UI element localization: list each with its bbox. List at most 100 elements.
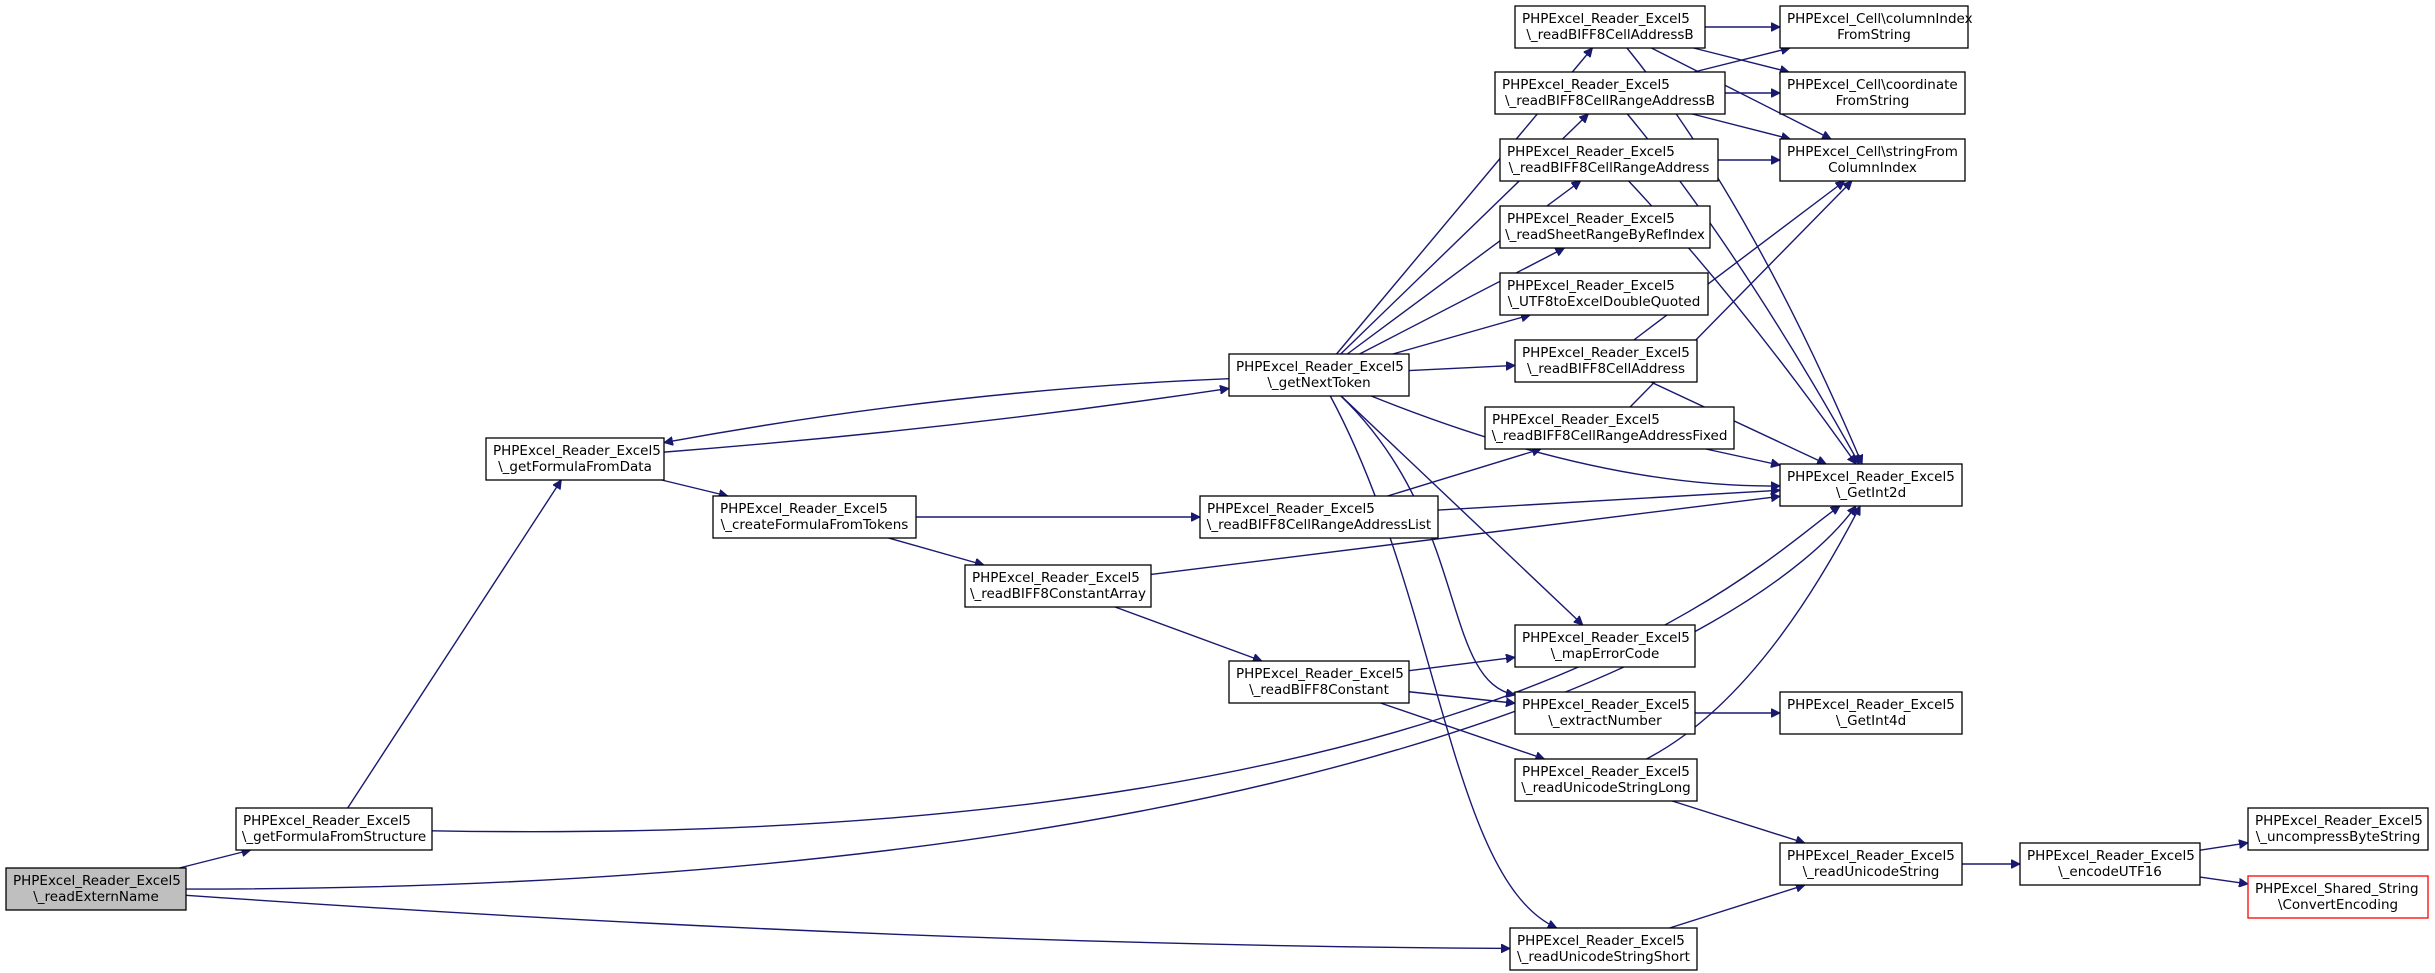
node-ConvertEncoding[interactable]: PHPExcel_Shared_String\ConvertEncoding [2247, 875, 2429, 919]
node-readBIFF8CellRangeAddress[interactable]: PHPExcel_Reader_Excel5\_readBIFF8CellRan… [1499, 138, 1719, 182]
node-label-line: \_getFormulaFromData [498, 459, 652, 475]
node-label-line: \_readUnicodeString [1803, 864, 1940, 880]
node-label-line: PHPExcel_Reader_Excel5 [1522, 764, 1690, 780]
node-label-line: \_readBIFF8ConstantArray [970, 586, 1146, 602]
edge-readExternName-to-readUnicodeStringShort [185, 894, 1510, 948]
node-label-line: PHPExcel_Reader_Excel5 [1787, 469, 1955, 485]
node-label-line: PHPExcel_Reader_Excel5 [1207, 501, 1375, 517]
node-readBIFF8Constant[interactable]: PHPExcel_Reader_Excel5\_readBIFF8Constan… [1228, 660, 1410, 704]
edge-readBIFF8CellAddress-to-stringFromColumnIndex [1633, 181, 1845, 341]
node-box [2019, 842, 2201, 886]
node-label-line: PHPExcel_Reader_Excel5 [2027, 848, 2195, 864]
edge-readBIFF8Constant-to-extractNumber [1408, 691, 1515, 703]
node-label-line: PHPExcel_Reader_Excel5 [1507, 144, 1675, 160]
edge-getNextToken-to-readBIFF8CellAddress [1408, 365, 1515, 372]
nodes-layer: PHPExcel_Reader_Excel5\_readExternNamePH… [5, 5, 2429, 971]
node-label-line: \_readSheetRangeByRefIndex [1505, 227, 1705, 243]
node-mapErrorCode[interactable]: PHPExcel_Reader_Excel5\_mapErrorCode [1514, 624, 1696, 668]
node-label-line: \_readBIFF8CellAddress [1527, 361, 1685, 377]
edge-getFormulaFromData-to-getNextToken [663, 388, 1229, 453]
node-readUnicodeStringShort[interactable]: PHPExcel_Reader_Excel5\_readUnicodeStrin… [1509, 927, 1698, 971]
node-box [2247, 807, 2429, 851]
node-readUnicodeString[interactable]: PHPExcel_Reader_Excel5\_readUnicodeStrin… [1779, 842, 1963, 886]
node-label-line: PHPExcel_Reader_Excel5 [13, 873, 181, 889]
node-label-line: \_getNextToken [1267, 375, 1370, 391]
node-box [1514, 5, 1706, 49]
node-label-line: \_createFormulaFromTokens [721, 517, 909, 533]
node-label-line: PHPExcel_Cell\columnIndex [1787, 11, 1973, 27]
node-GetInt2d[interactable]: PHPExcel_Reader_Excel5\_GetInt2d [1779, 463, 1963, 507]
node-box [1779, 5, 1969, 49]
node-label-line: PHPExcel_Reader_Excel5 [2255, 813, 2423, 829]
edge-getNextToken-to-extractNumber [1340, 395, 1515, 695]
node-label-line: \ConvertEncoding [2278, 897, 2398, 913]
edge-encodeUTF16-to-uncompressByteString [2199, 843, 2248, 851]
node-label-line: PHPExcel_Cell\coordinate [1787, 77, 1958, 93]
node-label-line: \_readBIFF8Constant [1249, 682, 1389, 698]
node-label-line: PHPExcel_Cell\stringFrom [1787, 144, 1958, 160]
node-uncompressByteString[interactable]: PHPExcel_Reader_Excel5\_uncompressByteSt… [2247, 807, 2429, 851]
edge-createFormulaFromTokens-to-readBIFF8ConstantArray [888, 537, 984, 565]
node-label-line: \_encodeUTF16 [2058, 864, 2162, 880]
node-box [1514, 339, 1698, 383]
node-label-line: PHPExcel_Reader_Excel5 [1502, 77, 1670, 93]
node-label-line: \_uncompressByteString [2256, 829, 2421, 845]
node-readBIFF8ConstantArray[interactable]: PHPExcel_Reader_Excel5\_readBIFF8Constan… [964, 564, 1152, 608]
node-readBIFF8CellRangeAddressB[interactable]: PHPExcel_Reader_Excel5\_readBIFF8CellRan… [1494, 71, 1726, 115]
node-getFormulaFromStructure[interactable]: PHPExcel_Reader_Excel5\_getFormulaFromSt… [235, 807, 433, 851]
node-label-line: \_readBIFF8CellRangeAddress [1509, 160, 1710, 176]
edge-readUnicodeStringLong-to-GetInt2d [1646, 506, 1861, 760]
edge-readBIFF8ConstantArray-to-readBIFF8Constant [1114, 606, 1262, 661]
node-label-line: PHPExcel_Reader_Excel5 [1492, 412, 1660, 428]
edge-readBIFF8CellAddress-to-GetInt2d [1650, 381, 1826, 464]
node-readBIFF8CellAddress[interactable]: PHPExcel_Reader_Excel5\_readBIFF8CellAdd… [1514, 339, 1698, 383]
node-readExternName: PHPExcel_Reader_Excel5\_readExternName [5, 867, 187, 911]
edge-readExternName-to-getFormulaFromStructure [179, 850, 250, 869]
node-getNextToken[interactable]: PHPExcel_Reader_Excel5\_getNextToken [1228, 353, 1410, 397]
node-encodeUTF16[interactable]: PHPExcel_Reader_Excel5\_encodeUTF16 [2019, 842, 2201, 886]
node-label-line: PHPExcel_Reader_Excel5 [493, 443, 661, 459]
node-label-line: \_UTF8toExcelDoubleQuoted [1508, 294, 1701, 310]
node-readUnicodeStringLong[interactable]: PHPExcel_Reader_Excel5\_readUnicodeStrin… [1514, 758, 1698, 802]
node-readBIFF8CellAddressB[interactable]: PHPExcel_Reader_Excel5\_readBIFF8CellAdd… [1514, 5, 1706, 49]
edge-getNextToken-to-readUnicodeStringShort [1329, 395, 1556, 928]
node-label-line: PHPExcel_Reader_Excel5 [972, 570, 1140, 586]
node-label-line: FromString [1836, 93, 1910, 109]
node-label-line: \_readBIFF8CellAddressB [1526, 27, 1693, 43]
node-box [964, 564, 1152, 608]
node-readBIFF8CellRangeAddressFixed[interactable]: PHPExcel_Reader_Excel5\_readBIFF8CellRan… [1484, 406, 1735, 450]
node-label-line: PHPExcel_Reader_Excel5 [1522, 11, 1690, 27]
node-extractNumber[interactable]: PHPExcel_Reader_Excel5\_extractNumber [1514, 691, 1696, 735]
node-label-line: \_readUnicodeStringLong [1521, 780, 1690, 796]
node-readSheetRangeByRefIndex[interactable]: PHPExcel_Reader_Excel5\_readSheetRangeBy… [1499, 205, 1711, 249]
node-box [1514, 758, 1698, 802]
node-label-line: ColumnIndex [1828, 160, 1917, 176]
node-label-line: PHPExcel_Reader_Excel5 [1236, 359, 1404, 375]
node-label-line: \_readExternName [33, 889, 159, 905]
node-getFormulaFromData[interactable]: PHPExcel_Reader_Excel5\_getFormulaFromDa… [485, 437, 665, 481]
node-createFormulaFromTokens[interactable]: PHPExcel_Reader_Excel5\_createFormulaFro… [712, 495, 917, 539]
node-box [1779, 842, 1963, 886]
edge-getFormulaFromData-to-createFormulaFromTokens [661, 479, 728, 496]
node-label-line: \_getFormulaFromStructure [242, 829, 426, 845]
edge-readUnicodeStringShort-to-readUnicodeString [1669, 885, 1805, 929]
node-box [1199, 495, 1439, 539]
edge-readBIFF8Constant-to-mapErrorCode [1408, 657, 1515, 672]
node-label-line: \_readUnicodeStringShort [1517, 949, 1690, 965]
node-label-line: PHPExcel_Reader_Excel5 [1507, 278, 1675, 294]
edge-readUnicodeStringLong-to-readUnicodeString [1672, 800, 1805, 843]
node-UTF8toExcelDoubleQuoted[interactable]: PHPExcel_Reader_Excel5\_UTF8toExcelDoubl… [1499, 272, 1709, 316]
node-label-line: \_readBIFF8CellRangeAddressB [1505, 93, 1715, 109]
edge-readBIFF8CellRangeAddressB-to-columnIndexFromString [1693, 48, 1790, 73]
node-readBIFF8CellRangeAddressList[interactable]: PHPExcel_Reader_Excel5\_readBIFF8CellRan… [1199, 495, 1439, 539]
node-GetInt4d[interactable]: PHPExcel_Reader_Excel5\_GetInt4d [1779, 691, 1963, 735]
node-box [1779, 691, 1963, 735]
node-box [1514, 691, 1696, 735]
node-label-line: PHPExcel_Shared_String [2255, 881, 2419, 897]
edge-getNextToken-to-readSheetRangeByRefIndex [1359, 247, 1565, 355]
edge-readBIFF8CellRangeAddressFixed-to-GetInt2d [1705, 448, 1780, 465]
